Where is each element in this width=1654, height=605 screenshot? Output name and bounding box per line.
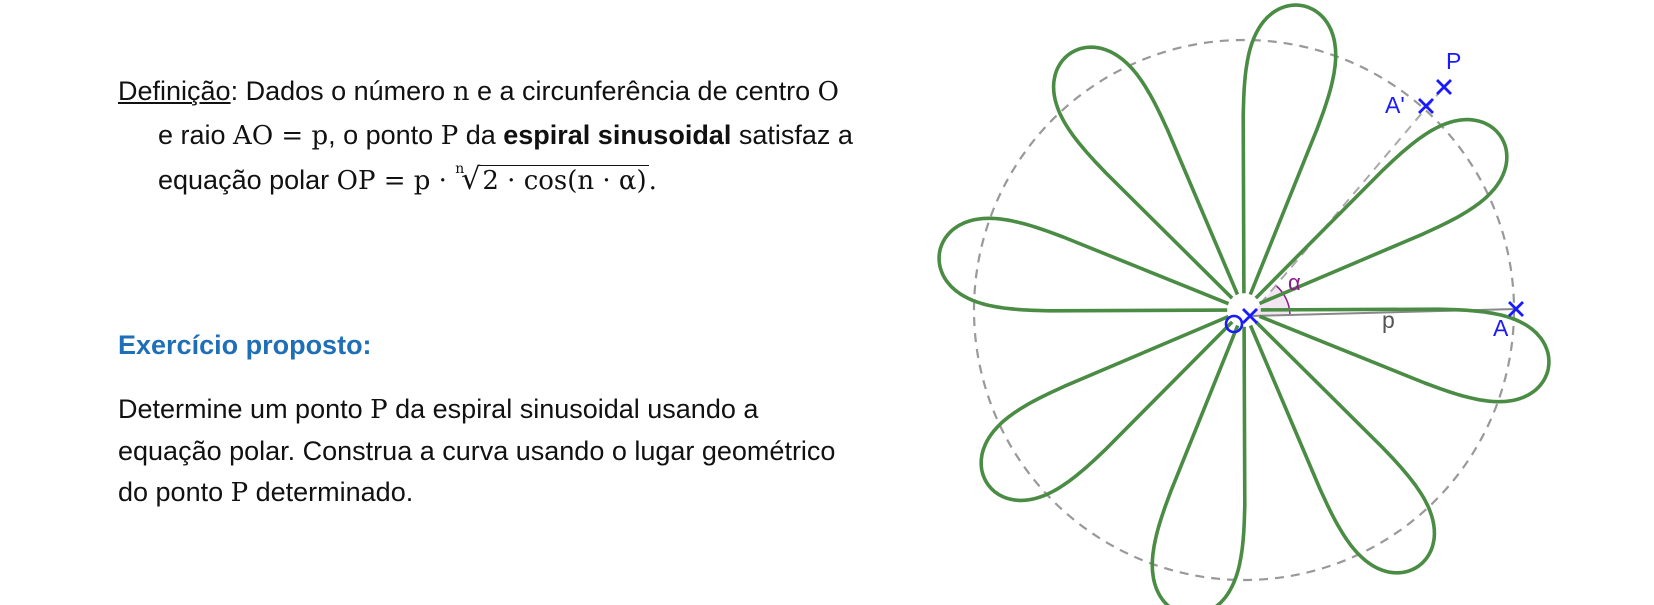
definition-text: , o ponto — [328, 120, 441, 150]
exercise-fragment: determinado. — [248, 477, 414, 507]
definition-text: equação polar — [158, 165, 337, 195]
definition-label: Definição — [118, 76, 231, 106]
label-alpha: α — [1288, 270, 1301, 295]
definition-text: e a circunferência de centro — [469, 76, 818, 106]
exercise-line-1: Determine um ponto P da espiral sinusoid… — [118, 389, 948, 431]
point-a-prime-cross — [1418, 98, 1434, 114]
root-index: n — [455, 161, 465, 177]
nth-root: n√2 · cos(n · α) — [455, 158, 649, 207]
exercise-text: Determine um ponto P da espiral sinusoid… — [118, 389, 948, 514]
exercise-fragment: do ponto — [118, 477, 231, 507]
definition-text: satisfaz a — [731, 120, 853, 150]
spiral-curve — [937, 3, 1551, 605]
label-p: P — [1446, 48, 1461, 74]
exercise-line-2: equação polar. Construa a curva usando o… — [118, 436, 836, 466]
definition-block: Definição: Dados o número n e a circunfe… — [118, 70, 948, 207]
angle-arc — [1275, 284, 1291, 315]
label-a: A — [1493, 315, 1509, 341]
exercise-fragment: da espiral sinusoidal usando a — [387, 394, 759, 424]
label-a-prime: A' — [1385, 92, 1405, 118]
point-marks — [1242, 79, 1524, 324]
exercise-heading: Exercício proposto: — [118, 330, 372, 360]
label-radius-p: p — [1382, 307, 1395, 333]
math-ao-eq: AO = p — [233, 121, 329, 151]
point-a-cross — [1508, 301, 1524, 317]
definition-text: : Dados o número — [230, 76, 453, 106]
definition-line-1: Definição: Dados o número n e a circunfe… — [118, 70, 948, 114]
math-p: P — [440, 121, 459, 151]
point-p-cross — [1436, 79, 1452, 95]
ray-line-op — [1249, 86, 1445, 317]
definition-text: e raio — [158, 120, 234, 150]
root-sign: √ — [461, 162, 481, 197]
bold-term: espiral sinusoidal — [503, 120, 732, 150]
definition-text: da — [458, 120, 504, 150]
definition-line-2: e raio AO = p, o ponto P da espiral sinu… — [118, 114, 948, 158]
radicand: 2 · cos(n · α) — [480, 165, 649, 196]
point-o-marker — [1224, 314, 1244, 334]
exercise-fragment: Determine um ponto — [118, 394, 371, 424]
math-o: O — [817, 77, 839, 107]
math-p: P — [230, 478, 249, 508]
definition-line-3: equação polar OP = p · n√2 · cos(n · α). — [118, 158, 948, 207]
math-p: P — [370, 395, 388, 425]
math-eq-lhs: OP = p · — [336, 166, 456, 196]
exercise-line-3: do ponto P determinado. — [118, 472, 948, 514]
point-o-cross — [1242, 308, 1258, 324]
math-period: . — [648, 166, 657, 196]
math-n: n — [452, 77, 470, 107]
